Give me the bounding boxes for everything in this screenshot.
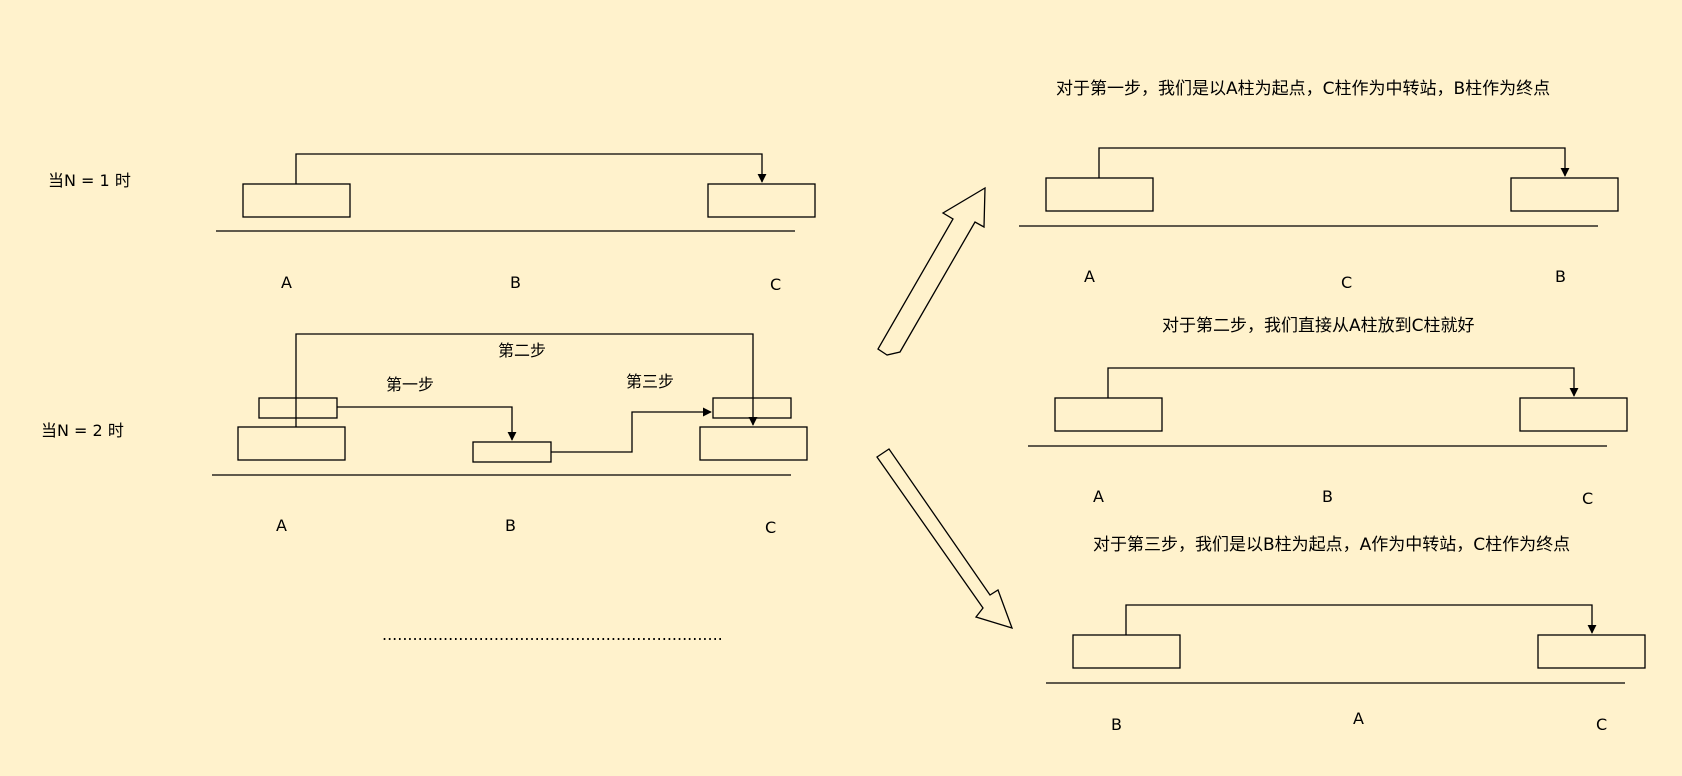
step3-move-arrow — [1125, 604, 1597, 635]
n1-disk-c — [707, 183, 816, 218]
n1-disk-a — [242, 183, 351, 218]
n2-group: 当N = 2 时 第一步 第二步 第三步 A B C — [41, 333, 808, 537]
step2-disk-left — [1054, 397, 1163, 432]
n2-peg-label-1: A — [276, 516, 287, 535]
n2-label: 当N = 2 时 — [41, 421, 124, 440]
n1-move-arrow — [295, 153, 767, 184]
step2-disk-right — [1519, 397, 1628, 432]
n1-peg-label-1: A — [281, 273, 292, 292]
step1-disk-right — [1510, 177, 1619, 212]
step3-disk-right — [1537, 634, 1646, 669]
up-right-hollow-arrow — [877, 186, 986, 356]
step2-move-arrow — [1107, 367, 1579, 398]
step3-peg-label-1: B — [1111, 715, 1122, 734]
step3-caption: 对于第三步，我们是以B柱为起点，A作为中转站，C柱作为终点 — [1093, 535, 1570, 555]
n1-label: 当N = 1 时 — [48, 171, 131, 190]
n2-step2-arrow — [295, 333, 758, 427]
n2-step1-arrow — [337, 406, 517, 441]
step1-disk-left — [1045, 177, 1154, 212]
n1-peg-label-2: B — [510, 273, 521, 292]
n1-peg-label-3: C — [770, 275, 781, 294]
n2-small-disk-c — [712, 397, 792, 419]
step3-disk-left — [1072, 634, 1181, 669]
right-step1-group: 对于第一步，我们是以A柱为起点，C柱作为中转站，B柱作为终点 A C B — [1019, 79, 1619, 292]
step2-peg-label-1: A — [1093, 487, 1104, 506]
step1-peg-label-1: A — [1084, 267, 1095, 286]
n2-small-disk-b — [472, 441, 552, 463]
step3-peg-label-3: C — [1596, 715, 1607, 734]
n2-step2-label: 第二步 — [498, 341, 546, 360]
n2-step3-arrow — [551, 407, 712, 453]
down-right-hollow-arrow — [876, 448, 1014, 630]
step1-move-arrow — [1098, 147, 1570, 178]
step2-caption: 对于第二步，我们直接从A柱放到C柱就好 — [1162, 316, 1475, 336]
n2-large-disk-c — [699, 426, 808, 461]
n2-step1-label: 第一步 — [386, 375, 434, 394]
n1-group: 当N = 1 时 A B C — [48, 153, 816, 294]
n2-small-disk-a — [258, 397, 338, 419]
step1-peg-label-2: C — [1341, 273, 1352, 292]
ellipsis: ........................................… — [382, 625, 723, 644]
n2-large-disk-a — [237, 426, 346, 461]
step3-peg-label-2: A — [1353, 709, 1364, 728]
n2-peg-label-3: C — [765, 518, 776, 537]
step1-caption: 对于第一步，我们是以A柱为起点，C柱作为中转站，B柱作为终点 — [1056, 79, 1550, 99]
n2-step3-label: 第三步 — [626, 372, 674, 391]
right-step2-group: 对于第二步，我们直接从A柱放到C柱就好 A B C — [1028, 316, 1628, 508]
right-step3-group: 对于第三步，我们是以B柱为起点，A作为中转站，C柱作为终点 B A C — [1046, 535, 1646, 734]
n2-peg-label-2: B — [505, 516, 516, 535]
step2-peg-label-3: C — [1582, 489, 1593, 508]
step1-peg-label-3: B — [1555, 267, 1566, 286]
step2-peg-label-2: B — [1322, 487, 1333, 506]
